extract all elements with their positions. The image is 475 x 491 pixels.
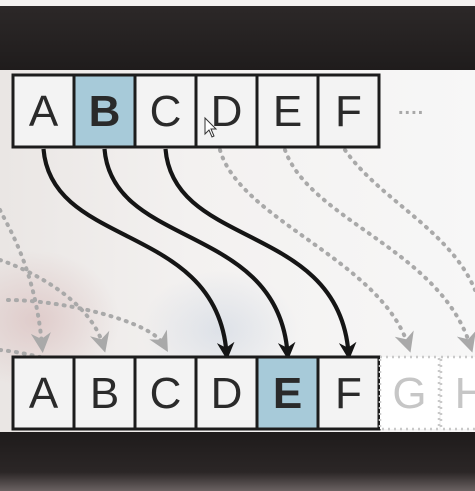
bottom-dark-band xyxy=(0,432,475,491)
mapping-arrows xyxy=(41,148,357,361)
cipher-letter: E xyxy=(273,369,302,418)
cipher-cell: H xyxy=(439,355,475,431)
cipher-letter: D xyxy=(211,369,243,418)
plain-cell: C xyxy=(133,73,198,149)
plain-letter: D xyxy=(211,87,243,136)
letter-box xyxy=(133,73,198,149)
cipher-letter: A xyxy=(29,369,59,418)
cipher-cell: G xyxy=(378,355,441,431)
dotted-arrows xyxy=(0,148,475,359)
letter-box xyxy=(316,73,381,149)
cipher-cell: E xyxy=(255,355,320,431)
letter-box xyxy=(316,355,381,431)
letter-box xyxy=(11,355,76,431)
plain-letter: C xyxy=(150,87,182,136)
plain-cell: F xyxy=(316,73,381,149)
dotted-arrow xyxy=(0,258,110,353)
ghost-box xyxy=(439,355,475,431)
dotted-arrow xyxy=(218,148,414,353)
cipher-cell: F xyxy=(316,355,381,431)
plain-letter: F xyxy=(335,87,362,136)
cipher-letter: H xyxy=(455,369,475,418)
letter-box xyxy=(72,73,137,149)
cipher-letter: F xyxy=(335,369,362,418)
mapping-arrow xyxy=(41,148,235,361)
letter-box xyxy=(194,355,259,431)
plain-cell: D xyxy=(194,73,259,149)
letter-box xyxy=(11,73,76,149)
ghost-box xyxy=(378,355,441,431)
cipher-cell: B xyxy=(72,355,137,431)
dotted-arrow xyxy=(283,148,475,353)
plain-letter: A xyxy=(29,87,59,136)
cipher-cell: A xyxy=(11,355,76,431)
plain-cell: B xyxy=(72,73,137,149)
plain-cell: A xyxy=(11,73,76,149)
cipher-letter: G xyxy=(392,369,426,418)
plain-cell: E xyxy=(255,73,320,149)
dotted-arrow xyxy=(343,148,475,292)
plaintext-ellipsis: .... xyxy=(398,97,424,119)
dotted-arrow xyxy=(6,298,168,352)
letter-box xyxy=(72,355,137,431)
cipher-letter: B xyxy=(90,369,119,418)
plain-letter: B xyxy=(89,87,121,136)
mouse-cursor-icon xyxy=(204,116,218,138)
cipher-letter: C xyxy=(150,369,182,418)
cipher-cell: C xyxy=(133,355,198,431)
mapping-arrow xyxy=(163,148,357,361)
dotted-arrow xyxy=(0,208,51,353)
cipher-cell: D xyxy=(194,355,259,431)
top-dark-band xyxy=(0,0,475,70)
mapping-arrow xyxy=(102,148,296,361)
plain-letter: E xyxy=(273,87,302,136)
